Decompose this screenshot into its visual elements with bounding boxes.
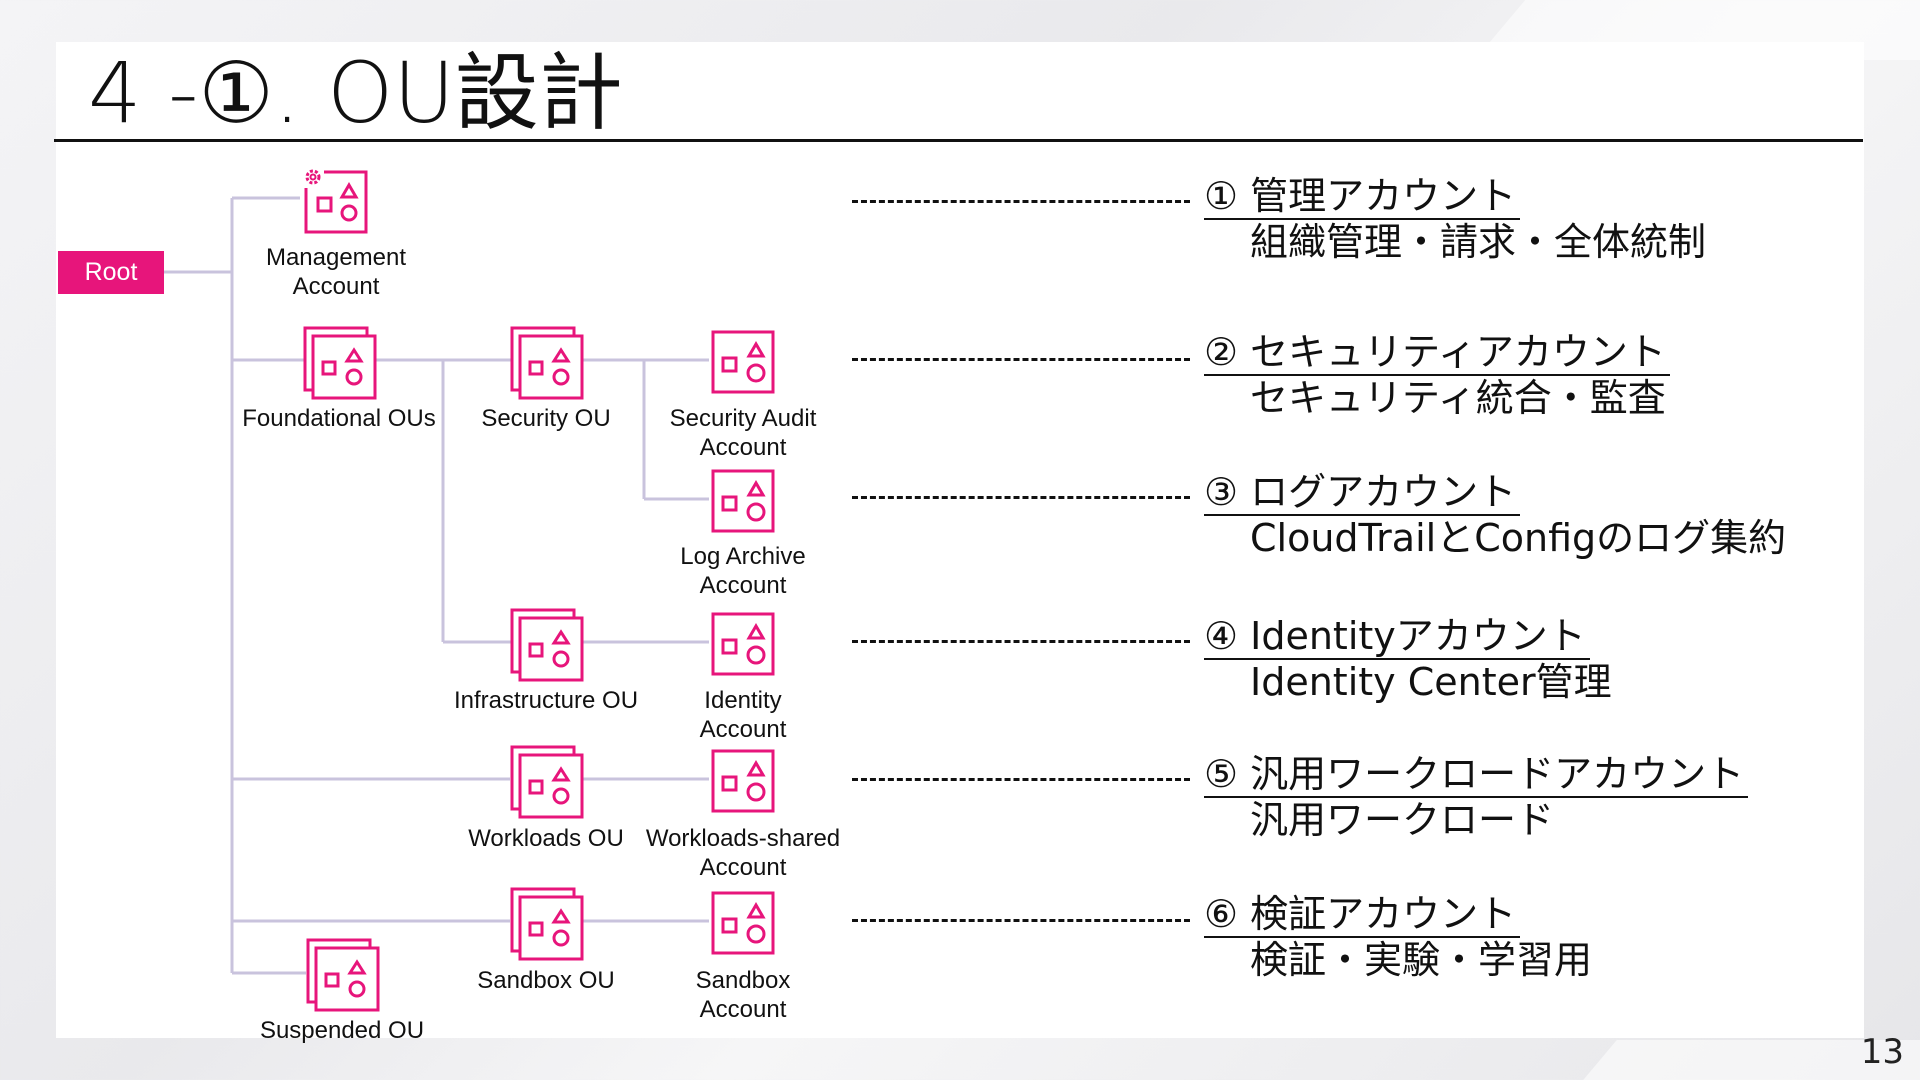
account-gear-icon: [302, 166, 368, 234]
description-title: ⑥ 検証アカウント: [1204, 892, 1521, 938]
ou-icon: [303, 326, 377, 400]
security-ou-node: [506, 322, 586, 402]
workloads-shared-account-node: [703, 741, 783, 821]
description-log: ③ ログアカウント CloudTrailとConfigのログ集約: [1204, 470, 1786, 560]
account-icon: [711, 469, 775, 533]
page-number: 13: [1860, 1032, 1904, 1072]
root-node: Root: [58, 251, 164, 294]
leader-line: [852, 640, 1190, 643]
workloads-ou-label: Workloads OU: [468, 825, 624, 852]
description-subtitle: 検証・実験・学習用: [1250, 938, 1593, 982]
description-subtitle: Identity Center管理: [1250, 660, 1612, 704]
description-identity: ④ Identityアカウント Identity Center管理: [1204, 614, 1612, 704]
description-title: ③ ログアカウント: [1204, 470, 1521, 516]
description-subtitle: 組織管理・請求・全体統制: [1250, 220, 1707, 264]
management-account-label-text: Management Account: [265, 244, 407, 300]
leader-line: [852, 358, 1190, 361]
slide-canvas: [56, 42, 1864, 1038]
infrastructure-ou-node: [506, 604, 586, 684]
description-subtitle: 汎用ワークロード: [1250, 798, 1555, 842]
account-icon: [711, 330, 775, 394]
description-title: ② セキュリティアカウント: [1204, 330, 1670, 376]
workloads-ou-node: [506, 741, 586, 821]
management-account-node: [296, 162, 376, 242]
title-divider: [54, 139, 1863, 142]
security-ou-label: Security OU: [481, 405, 611, 432]
identity-account-label: Identity Account: [633, 686, 853, 744]
leader-line: [852, 496, 1190, 499]
log-archive-account-label-text: Log Archive Account: [680, 543, 806, 599]
sandbox-ou-node: [506, 883, 586, 963]
security-audit-account-label: Security Audit Account: [633, 404, 853, 462]
account-icon: [711, 749, 775, 813]
ou-icon: [510, 887, 584, 961]
leader-line: [852, 778, 1190, 781]
account-icon: [711, 891, 775, 955]
security-audit-account-node: [703, 322, 783, 402]
ou-icon: [510, 745, 584, 819]
sandbox-ou-label: Sandbox OU: [477, 967, 615, 994]
sandbox-account-label-text: Sandbox Account: [695, 967, 791, 1023]
description-subtitle: CloudTrailとConfigのログ集約: [1250, 516, 1787, 560]
leader-line: [852, 200, 1190, 203]
ou-icon: [510, 326, 584, 400]
description-title: ④ Identityアカウント: [1204, 614, 1590, 660]
sandbox-account-node: [703, 883, 783, 963]
workloads-shared-account-label-text: Workloads-shared Account: [645, 825, 841, 881]
ou-icon: [510, 608, 584, 682]
workloads-shared-account-label: Workloads-shared Account: [633, 824, 853, 882]
leader-line: [852, 919, 1190, 922]
log-archive-account-node: [703, 461, 783, 541]
infrastructure-ou-label: Infrastructure OU: [453, 687, 639, 714]
foundational-ous-label: Foundational OUs: [242, 405, 436, 432]
security-audit-account-label-text: Security Audit Account: [669, 405, 817, 461]
suspended-ou-label: Suspended OU: [259, 1017, 425, 1044]
description-security: ② セキュリティアカウント セキュリティ統合・監査: [1204, 330, 1670, 420]
description-workload: ⑤ 汎用ワークロードアカウント 汎用ワークロード: [1204, 752, 1749, 842]
log-archive-account-label: Log Archive Account: [633, 542, 853, 600]
page-title: 4 -①. OU設計: [88, 44, 623, 142]
description-management: ① 管理アカウント 組織管理・請求・全体統制: [1204, 174, 1706, 264]
ou-icon: [306, 938, 380, 1012]
identity-account-label-text: Identity Account: [699, 687, 787, 743]
identity-account-node: [703, 604, 783, 684]
account-icon: [711, 612, 775, 676]
description-sandbox: ⑥ 検証アカウント 検証・実験・学習用: [1204, 892, 1592, 982]
suspended-ou-node: [302, 934, 382, 1014]
description-title: ⑤ 汎用ワークロードアカウント: [1204, 752, 1749, 798]
sandbox-account-label: Sandbox Account: [633, 966, 853, 1024]
management-account-label: Management Account: [226, 243, 446, 301]
description-title: ① 管理アカウント: [1204, 174, 1521, 220]
foundational-ous-node: [299, 322, 379, 402]
description-subtitle: セキュリティ統合・監査: [1250, 376, 1666, 420]
